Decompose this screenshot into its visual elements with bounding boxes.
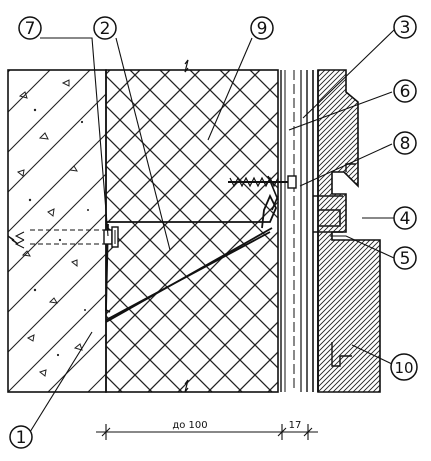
leader-lines [29, 29, 395, 433]
insulation-layer [105, 69, 279, 393]
membrane-and-gap [280, 70, 308, 392]
callout-3: 3 [393, 15, 417, 39]
dimension-insulation-label: до 100 [172, 420, 207, 431]
callout-4: 4 [393, 206, 417, 230]
fastening-screw [228, 175, 297, 211]
callout-10: 10 [390, 353, 418, 381]
callout-7-label: 7 [25, 19, 36, 39]
callout-7: 7 [18, 16, 42, 40]
callout-3-label: 3 [400, 18, 411, 38]
callout-9-label: 9 [257, 19, 268, 39]
dimension-line [96, 424, 318, 440]
callout-5: 5 [393, 246, 417, 270]
concrete-wall [7, 69, 107, 393]
callout-6: 6 [393, 79, 417, 103]
callout-2: 2 [93, 16, 117, 40]
callout-5-label: 5 [400, 249, 411, 269]
callout-10-label: 10 [394, 359, 413, 377]
dimension-gap-label: 17 [289, 420, 302, 431]
callout-8-label: 8 [400, 134, 411, 154]
break-marks [7, 59, 189, 393]
facade-cladding [317, 69, 381, 393]
callout-8: 8 [393, 131, 417, 155]
callout-9: 9 [250, 16, 274, 40]
callout-2-label: 2 [100, 19, 111, 39]
bracket [105, 193, 277, 323]
callout-4-label: 4 [400, 209, 411, 229]
callout-1-label: 1 [16, 428, 27, 448]
callout-1: 1 [9, 425, 33, 449]
callout-6-label: 6 [400, 82, 411, 102]
